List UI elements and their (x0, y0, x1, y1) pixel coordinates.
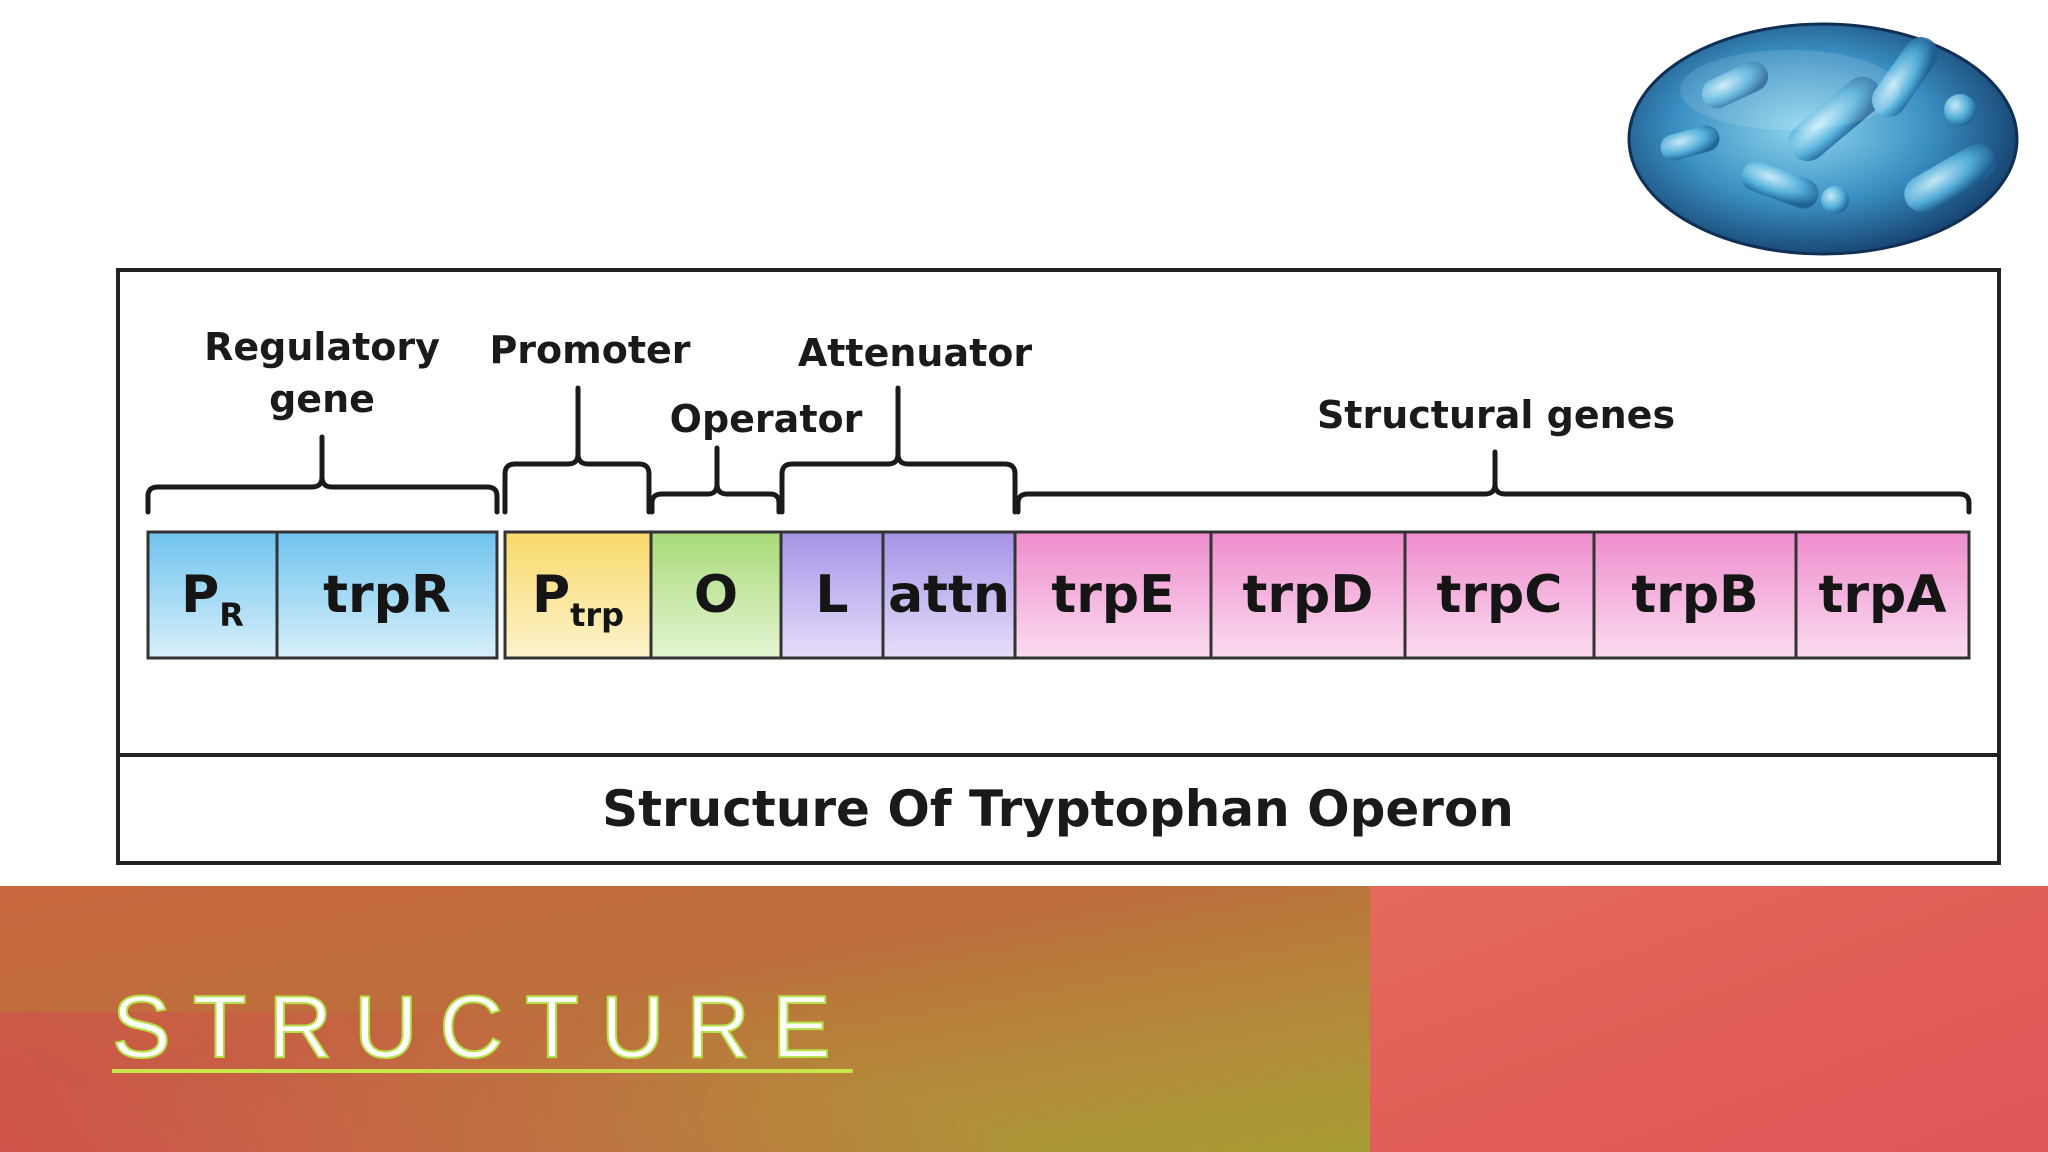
label-regulatory-gene-line1: Regulatory (204, 325, 440, 369)
segment-trpB-box (1592, 530, 1798, 660)
banner-right-panel (1370, 886, 2048, 1152)
segment-pr-box (146, 530, 279, 660)
slide-title: STRUCTURE (111, 976, 853, 1077)
bracket-promoter (502, 385, 652, 515)
segment-o-label: O (694, 565, 738, 625)
segment-trpE-label: trpE (1051, 565, 1174, 625)
segment-trpA-box (1794, 530, 1971, 660)
segment-attn-box (881, 530, 1017, 660)
bracket-regulatory-gene (145, 434, 500, 515)
label-attenuator: Attenuator (798, 331, 1033, 375)
segment-trpD-label: trpD (1243, 565, 1374, 625)
segment-ptrp-box (503, 530, 653, 660)
segment-pr-label: PR (181, 565, 244, 634)
segment-attn-label: attn (888, 565, 1010, 625)
segment-o-box (649, 530, 783, 660)
title-banner (0, 886, 2048, 1152)
bracket-operator (649, 445, 782, 515)
segment-trpR-label: trpR (323, 565, 451, 625)
banner-left-panel (0, 886, 1370, 1152)
bracket-attenuator (779, 385, 1018, 515)
segment-trpR-box (275, 530, 499, 660)
segment-l-box (779, 530, 885, 660)
segment-l-label: L (815, 565, 848, 625)
label-promoter: Promoter (489, 328, 690, 372)
segment-ptrp-label: Ptrp (532, 565, 624, 634)
segment-trpA-label: trpA (1819, 565, 1947, 625)
bracket-structural-genes (1015, 449, 1972, 515)
diagram-caption: Structure Of Tryptophan Operon (602, 780, 1514, 838)
bacteria-oval-image (1627, 22, 2019, 256)
label-regulatory-gene-line2: gene (269, 377, 375, 421)
segment-trpB-label: trpB (1631, 565, 1758, 625)
segment-trpC-label: trpC (1437, 565, 1563, 625)
label-structural-genes: Structural genes (1317, 393, 1675, 437)
label-operator: Operator (670, 397, 863, 441)
